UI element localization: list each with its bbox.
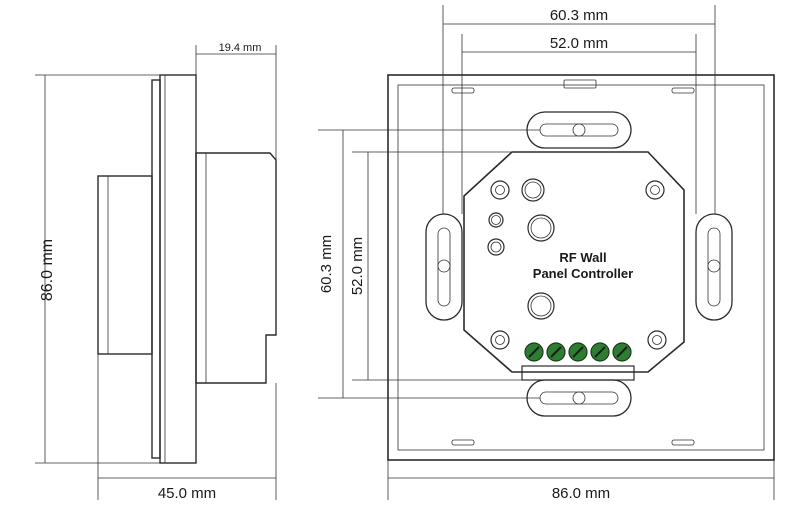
mount-ear-right bbox=[695, 213, 733, 321]
side-front-plate bbox=[151, 79, 161, 459]
side-depth-label: 19.4 mm bbox=[219, 42, 262, 54]
side-height-label: 86.0 mm bbox=[39, 239, 56, 301]
terminal-block-base bbox=[521, 365, 635, 381]
front-bottom-label: 86.0 mm bbox=[552, 485, 610, 502]
mount-ear-top bbox=[526, 111, 632, 149]
front-slots bbox=[451, 79, 695, 446]
front-top-outer-label: 60.3 mm bbox=[550, 7, 608, 24]
terminal-slot-4 bbox=[594, 346, 606, 358]
slot-top-right bbox=[671, 87, 695, 94]
slot-bottom-left bbox=[451, 439, 475, 446]
terminal-slot-2 bbox=[550, 346, 562, 358]
side-back-body bbox=[195, 152, 277, 384]
terminal-slot-3 bbox=[572, 346, 584, 358]
module-label-line1: RF Wall bbox=[559, 250, 606, 265]
side-width-label: 45.0 mm bbox=[158, 485, 216, 502]
terminal-slot-5 bbox=[616, 346, 628, 358]
side-view: 19.4 mm 86.0 mm 45.0 mm bbox=[35, 42, 277, 502]
mount-ear-bottom bbox=[526, 379, 632, 417]
terminal-slot-1 bbox=[528, 346, 540, 358]
front-top-inner-label: 52.0 mm bbox=[550, 35, 608, 52]
module-screws bbox=[490, 180, 667, 350]
front-view: RF Wall Panel Controller 60.3 mm 52.0 mm… bbox=[318, 5, 775, 502]
mount-ear-left bbox=[425, 213, 463, 321]
module-components bbox=[487, 178, 555, 320]
slot-top-center bbox=[563, 79, 597, 89]
front-left-inner-label: 52.0 mm bbox=[349, 237, 366, 295]
front-inner-frame bbox=[397, 84, 765, 451]
front-outer-frame bbox=[387, 74, 775, 461]
front-left-outer-label: 60.3 mm bbox=[318, 235, 335, 293]
module-body bbox=[463, 151, 685, 373]
side-front-knob bbox=[97, 175, 153, 355]
slot-bottom-right bbox=[671, 439, 695, 446]
slot-top-left bbox=[451, 87, 475, 94]
terminal-block bbox=[524, 342, 632, 362]
module-label-line2: Panel Controller bbox=[533, 266, 633, 281]
